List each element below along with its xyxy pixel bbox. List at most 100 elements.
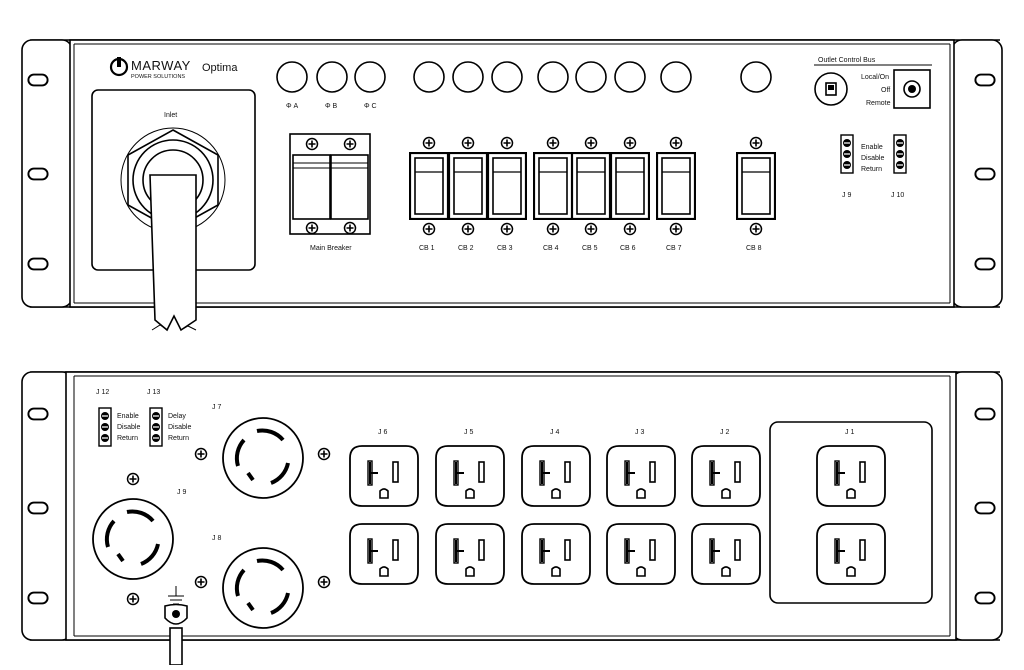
nema-outlet[interactable] bbox=[349, 445, 419, 507]
cb-switch[interactable] bbox=[409, 152, 449, 220]
cb-lamp bbox=[660, 61, 692, 93]
outlet-label: J 3 bbox=[635, 429, 644, 436]
phase-lamps: Φ A Φ B Φ C bbox=[276, 61, 386, 110]
terminal-label-disable: Disable bbox=[861, 155, 884, 162]
cb-lamp bbox=[491, 61, 523, 93]
terminal-block-j10[interactable] bbox=[893, 134, 907, 174]
screw-icon bbox=[500, 136, 514, 150]
cb-label: CB 2 bbox=[458, 245, 474, 252]
cb-switch[interactable] bbox=[487, 152, 527, 220]
nema-outlet[interactable] bbox=[435, 445, 505, 507]
terminal-label-return: Return bbox=[861, 166, 882, 173]
screw-icon bbox=[749, 136, 763, 150]
twist-lock-j9[interactable] bbox=[91, 497, 175, 581]
nema-outlet[interactable] bbox=[606, 445, 676, 507]
cb-label: CB 7 bbox=[666, 245, 682, 252]
screw-icon bbox=[461, 136, 475, 150]
screw-icon bbox=[422, 136, 436, 150]
screw-icon bbox=[749, 222, 763, 236]
screw-icon bbox=[500, 222, 514, 236]
rack-slot-icon bbox=[974, 167, 996, 181]
cb-bank: CB 1 CB 2 CB 3 CB 4 CB 5 CB 6 CB 7 CB 8 bbox=[409, 136, 776, 252]
cb-switch[interactable] bbox=[610, 152, 650, 220]
j12-term-label: Disable bbox=[117, 424, 140, 431]
main-breaker[interactable]: Main Breaker bbox=[289, 133, 371, 252]
cb-label: CB 4 bbox=[543, 245, 559, 252]
nema-outlet[interactable] bbox=[691, 445, 761, 507]
terminal-label-enable: Enable bbox=[861, 144, 883, 151]
brand-sub: POWER SOLUTIONS bbox=[131, 74, 185, 80]
nema-outlet[interactable] bbox=[435, 523, 505, 585]
outlet-bank: J 6 J 5 J 4 J 3 J 2 J 1 bbox=[349, 421, 933, 604]
cb-label: CB 5 bbox=[582, 245, 598, 252]
nema-outlet[interactable] bbox=[816, 523, 886, 585]
terminal-block-j13[interactable] bbox=[149, 407, 163, 447]
rack-slot-icon bbox=[974, 257, 996, 271]
cb-label: CB 6 bbox=[620, 245, 636, 252]
twist-lock-receptacles: J 7 J 9 J 8 bbox=[91, 404, 331, 630]
screw-icon bbox=[317, 575, 331, 589]
outlet-label: J 2 bbox=[720, 429, 729, 436]
inlet-area: Inlet bbox=[91, 89, 256, 332]
nema-outlet[interactable] bbox=[691, 523, 761, 585]
nema-outlet[interactable] bbox=[816, 445, 886, 507]
screw-icon bbox=[126, 592, 140, 606]
mode-label-local-on: Local/On bbox=[861, 74, 889, 81]
outlet-label: J 4 bbox=[550, 429, 559, 436]
cb-label: CB 3 bbox=[497, 245, 513, 252]
twist-lock-label-j9: J 9 bbox=[177, 489, 186, 496]
screw-icon bbox=[317, 447, 331, 461]
screw-icon bbox=[461, 222, 475, 236]
mode-label-remote: Remote bbox=[866, 100, 891, 107]
j13-term-label: Disable bbox=[168, 424, 191, 431]
cb-switch[interactable] bbox=[571, 152, 611, 220]
ground-lug bbox=[164, 586, 188, 666]
twist-lock-label-j8: J 8 bbox=[212, 535, 221, 542]
cb-lamp bbox=[740, 61, 772, 93]
screw-icon bbox=[546, 222, 560, 236]
terminal-block-j12[interactable] bbox=[98, 407, 112, 447]
screw-icon bbox=[343, 221, 357, 235]
screw-icon bbox=[305, 221, 319, 235]
phase-label-c: Φ C bbox=[364, 103, 377, 110]
rack-slot-icon bbox=[27, 257, 49, 271]
outlet-label: J 1 bbox=[845, 429, 854, 436]
screw-icon bbox=[584, 222, 598, 236]
cb-label: CB 8 bbox=[746, 245, 762, 252]
twist-lock-j7[interactable] bbox=[221, 416, 305, 500]
screw-icon bbox=[669, 136, 683, 150]
nema-outlet[interactable] bbox=[349, 523, 419, 585]
screw-icon bbox=[194, 447, 208, 461]
cb-switch[interactable] bbox=[533, 152, 573, 220]
nema-outlet[interactable] bbox=[521, 523, 591, 585]
twist-lock-j8[interactable] bbox=[221, 546, 305, 630]
nema-outlet[interactable] bbox=[521, 445, 591, 507]
cb-lamp bbox=[452, 61, 484, 93]
brand-name: MARWAY bbox=[131, 58, 191, 73]
outlet-label: J 5 bbox=[464, 429, 473, 436]
connector-label-j10: J 10 bbox=[891, 192, 904, 199]
screw-icon bbox=[546, 136, 560, 150]
rack-slot-icon bbox=[27, 591, 49, 605]
mode-label-off: Off bbox=[881, 87, 890, 94]
outlet-label: J 6 bbox=[378, 429, 387, 436]
phase-lamp-b bbox=[316, 61, 348, 93]
power-cord bbox=[149, 174, 197, 332]
phase-label-a: Φ A bbox=[286, 103, 299, 110]
model-name: Optima bbox=[202, 62, 238, 74]
j1-enclosure bbox=[769, 421, 933, 604]
cb-switch[interactable] bbox=[736, 152, 776, 220]
terminal-block-j9[interactable] bbox=[840, 134, 854, 174]
screw-icon bbox=[305, 137, 319, 151]
j13-term-label: Return bbox=[168, 435, 189, 442]
cb-switch[interactable] bbox=[448, 152, 488, 220]
rack-slot-icon bbox=[27, 407, 49, 421]
nema-outlet[interactable] bbox=[606, 523, 676, 585]
screw-icon bbox=[623, 136, 637, 150]
phase-lamp-a bbox=[276, 61, 308, 93]
cb-switch[interactable] bbox=[656, 152, 696, 220]
screw-icon bbox=[669, 222, 683, 236]
j12-term-label: Return bbox=[117, 435, 138, 442]
